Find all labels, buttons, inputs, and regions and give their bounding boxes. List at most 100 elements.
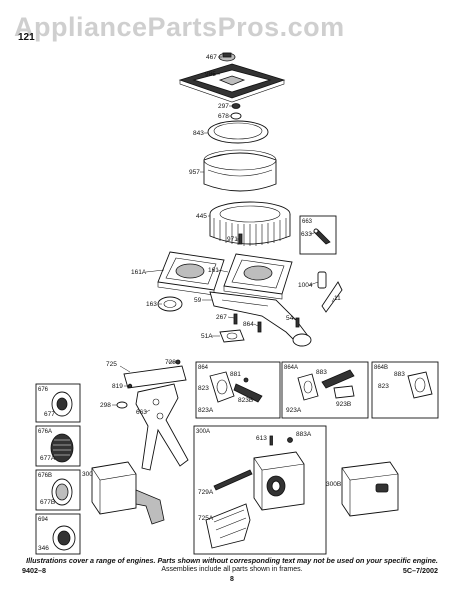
- frame-663-label: 663: [302, 219, 313, 225]
- label-971: 971: [227, 236, 238, 243]
- label-51a: 51A: [201, 333, 213, 340]
- label-677a: 677A: [40, 455, 56, 462]
- part-muffler-300b: [341, 461, 399, 517]
- footer-assemblies-note: Assemblies include all parts shown in fr…: [161, 566, 303, 573]
- frame-864b: [371, 361, 439, 419]
- part-shield: [123, 365, 187, 389]
- frame-300a-label: 300A: [196, 429, 210, 435]
- label-823a: 823A: [198, 407, 214, 414]
- part-washer: [116, 401, 128, 409]
- label-725a: 725A: [198, 515, 214, 522]
- part-pre-cleaner: [203, 149, 277, 192]
- label-883: 883: [316, 369, 327, 376]
- label-864: 864: [243, 321, 254, 328]
- part-link: [313, 228, 331, 245]
- label-163: 163: [146, 301, 157, 308]
- part-filter: [209, 201, 291, 246]
- part-base-left: [157, 251, 225, 296]
- part-cover: [178, 63, 286, 103]
- part-nut: [230, 103, 242, 120]
- label-677b: 677B: [40, 499, 55, 506]
- part-guard-676: [51, 391, 73, 417]
- footer-revision: 5C–7/2002: [402, 566, 438, 575]
- part-muffler-adapter: [209, 371, 263, 403]
- frame-864b-label: 864B: [374, 365, 388, 371]
- frame-676b-label: 676B: [38, 473, 52, 479]
- part-screw: [238, 233, 243, 245]
- label-298: 298: [100, 402, 111, 409]
- label-161a: 161A: [131, 269, 147, 276]
- label-864b-883: 883: [394, 371, 405, 378]
- frame-676a-label: 676A: [38, 429, 52, 435]
- label-300b: 300B: [326, 481, 341, 488]
- label-923b: 923B: [336, 401, 351, 408]
- leader-lines: [112, 56, 335, 413]
- part-deflector-694: [52, 525, 76, 551]
- diagram-id: 121: [18, 32, 35, 43]
- label-267: 267: [216, 314, 227, 321]
- label-613: 613: [256, 435, 267, 442]
- label-819: 819: [112, 383, 123, 390]
- part-screw-267: [233, 313, 238, 325]
- frame-864a-label: 864A: [284, 365, 298, 371]
- label-728: 728: [165, 359, 176, 366]
- part-disk: [207, 120, 269, 144]
- label-864b-823: 823: [378, 383, 389, 390]
- part-muffler-300: [91, 461, 165, 525]
- part-muffler-adapter-a: [297, 369, 355, 401]
- part-bolt: [257, 321, 262, 333]
- label-663: 663: [136, 409, 147, 416]
- part-muffler-adapter-b: [407, 371, 433, 399]
- part-gasket: [157, 296, 183, 312]
- label-843: 843: [193, 130, 204, 137]
- frame-694: [35, 513, 81, 555]
- label-59: 59: [194, 297, 202, 304]
- label-823b: 823B: [238, 397, 253, 404]
- part-gasket-51a: [219, 329, 245, 343]
- part-muffler-300a: [205, 435, 305, 549]
- footer-document-number: 9402–8: [22, 566, 46, 575]
- frame-300a: [193, 425, 327, 555]
- part-intake: [209, 291, 312, 347]
- label-467: 467: [206, 54, 217, 61]
- label-297: 297: [218, 103, 229, 110]
- part-screw-819: [127, 383, 133, 389]
- label-11: 11: [334, 295, 341, 302]
- label-678: 678: [218, 113, 229, 120]
- part-guard-676a: [50, 433, 74, 463]
- label-883a: 883A: [296, 431, 312, 438]
- frame-663: [299, 215, 337, 255]
- frame-864: [195, 361, 281, 419]
- label-823: 823: [198, 385, 209, 392]
- frame-676-label: 676: [38, 387, 49, 393]
- label-54: 54: [286, 315, 294, 322]
- label-985: 985: [205, 71, 216, 78]
- label-677: 677: [44, 411, 55, 418]
- part-knob: [218, 52, 236, 62]
- watermark: AppliancePartsPros.com: [14, 12, 345, 42]
- part-base-right: [223, 253, 293, 300]
- part-tube: [317, 271, 343, 313]
- part-bracket: [135, 383, 189, 471]
- label-881: 881: [230, 371, 241, 378]
- label-1004: 1004: [298, 282, 313, 289]
- label-161: 161: [208, 267, 219, 274]
- frame-676a: [35, 425, 81, 467]
- label-633: 633: [301, 231, 312, 238]
- part-screw-728: [175, 359, 181, 365]
- frame-864a: [281, 361, 369, 419]
- part-screw-54: [295, 317, 300, 328]
- frame-676b: [35, 469, 81, 511]
- label-957: 957: [189, 169, 200, 176]
- label-346: 346: [38, 545, 49, 552]
- label-445: 445: [196, 213, 207, 220]
- frame-864-label: 864: [198, 365, 209, 371]
- label-729a: 729A: [198, 489, 214, 496]
- frame-676: [35, 383, 81, 423]
- part-guard-676b: [51, 478, 73, 506]
- frame-694-label: 694: [38, 517, 49, 523]
- label-725: 725: [106, 361, 117, 368]
- footer-page-number: 8: [230, 576, 234, 583]
